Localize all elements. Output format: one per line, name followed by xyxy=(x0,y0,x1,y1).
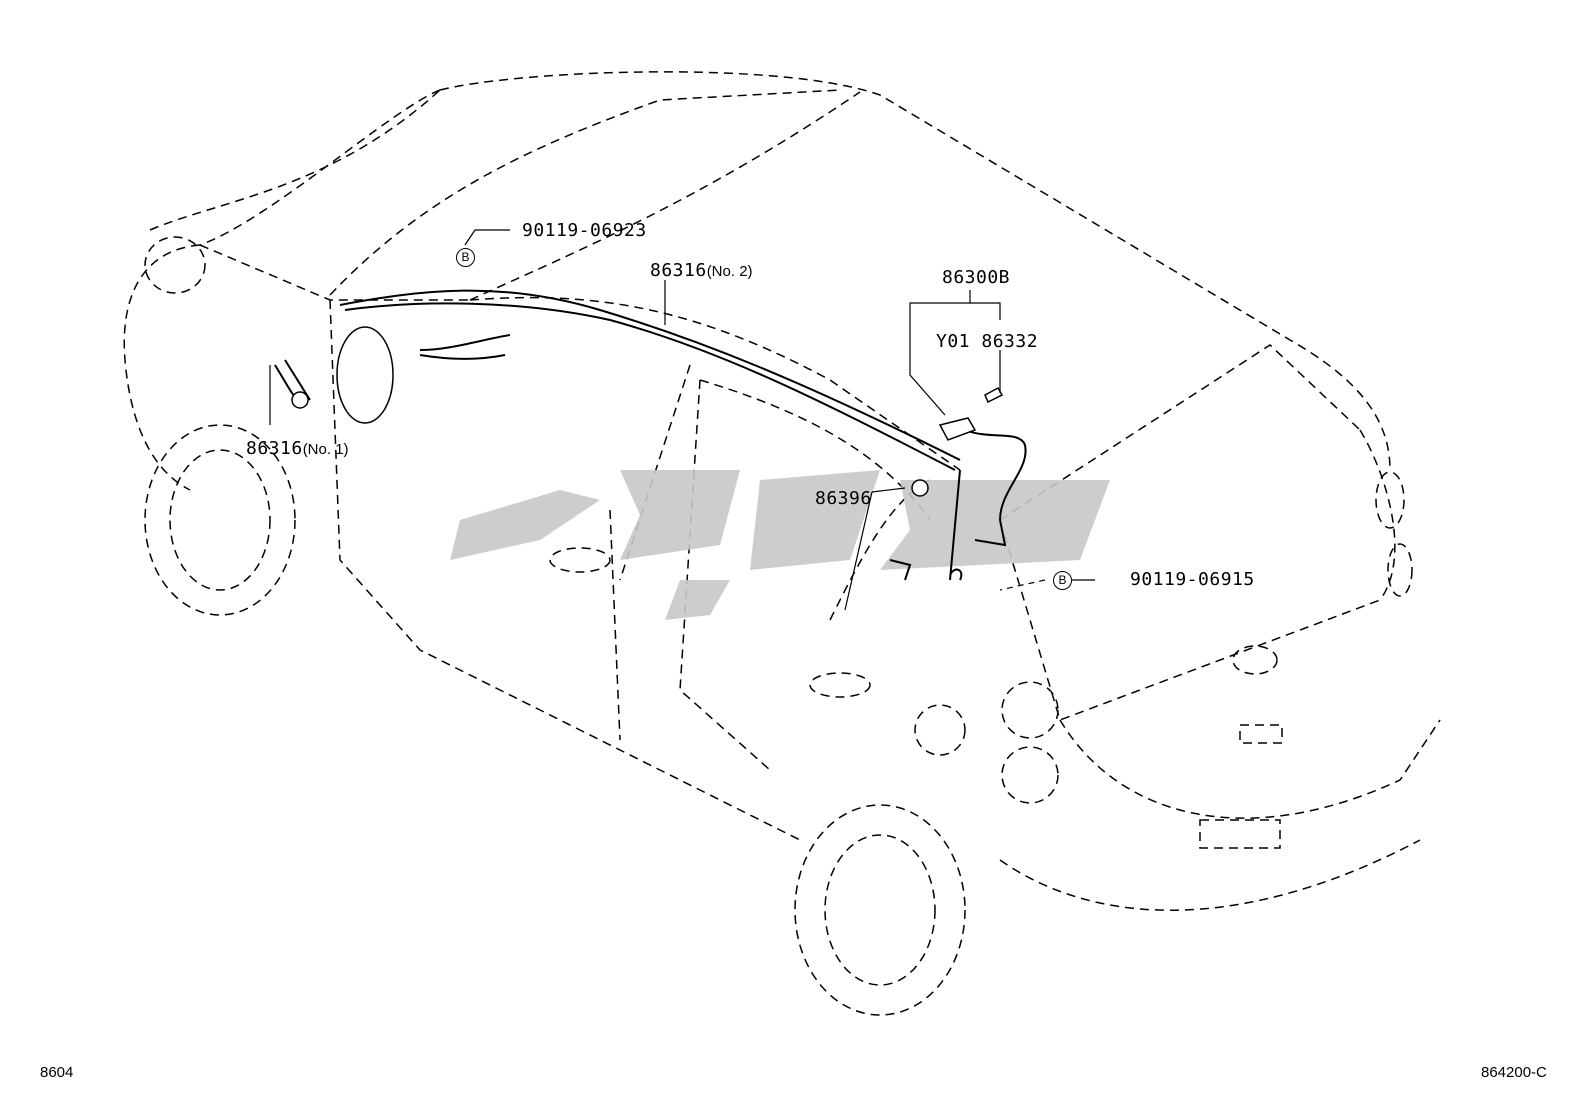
callout-b-upper: B xyxy=(456,248,475,267)
part-label-86316-no1: 86316(No. 1) xyxy=(246,440,349,458)
figure-number-left: 8604 xyxy=(40,1064,74,1081)
part-suffix: (No. 2) xyxy=(706,263,753,280)
antenna-part-number: 86332 xyxy=(981,331,1039,352)
figure-number-right: 864200-C xyxy=(1481,1064,1547,1081)
part-number: 86316 xyxy=(650,260,707,281)
part-label-90119-06923: 90119-06923 xyxy=(522,220,647,241)
part-label-86316-no2: 86316(No. 2) xyxy=(650,262,753,280)
antenna-code: Y01 xyxy=(936,331,971,352)
part-label-y01-86332: Y01 86332 xyxy=(936,333,1038,351)
part-label-90119-06915: 90119-06915 xyxy=(1130,569,1255,590)
part-label-86300b: 86300B xyxy=(942,267,1011,288)
part-label-86396: 86396 xyxy=(815,488,872,509)
callout-b-lower: B xyxy=(1053,571,1072,590)
part-number: 86316 xyxy=(246,438,303,459)
part-suffix: (No. 1) xyxy=(302,441,349,458)
